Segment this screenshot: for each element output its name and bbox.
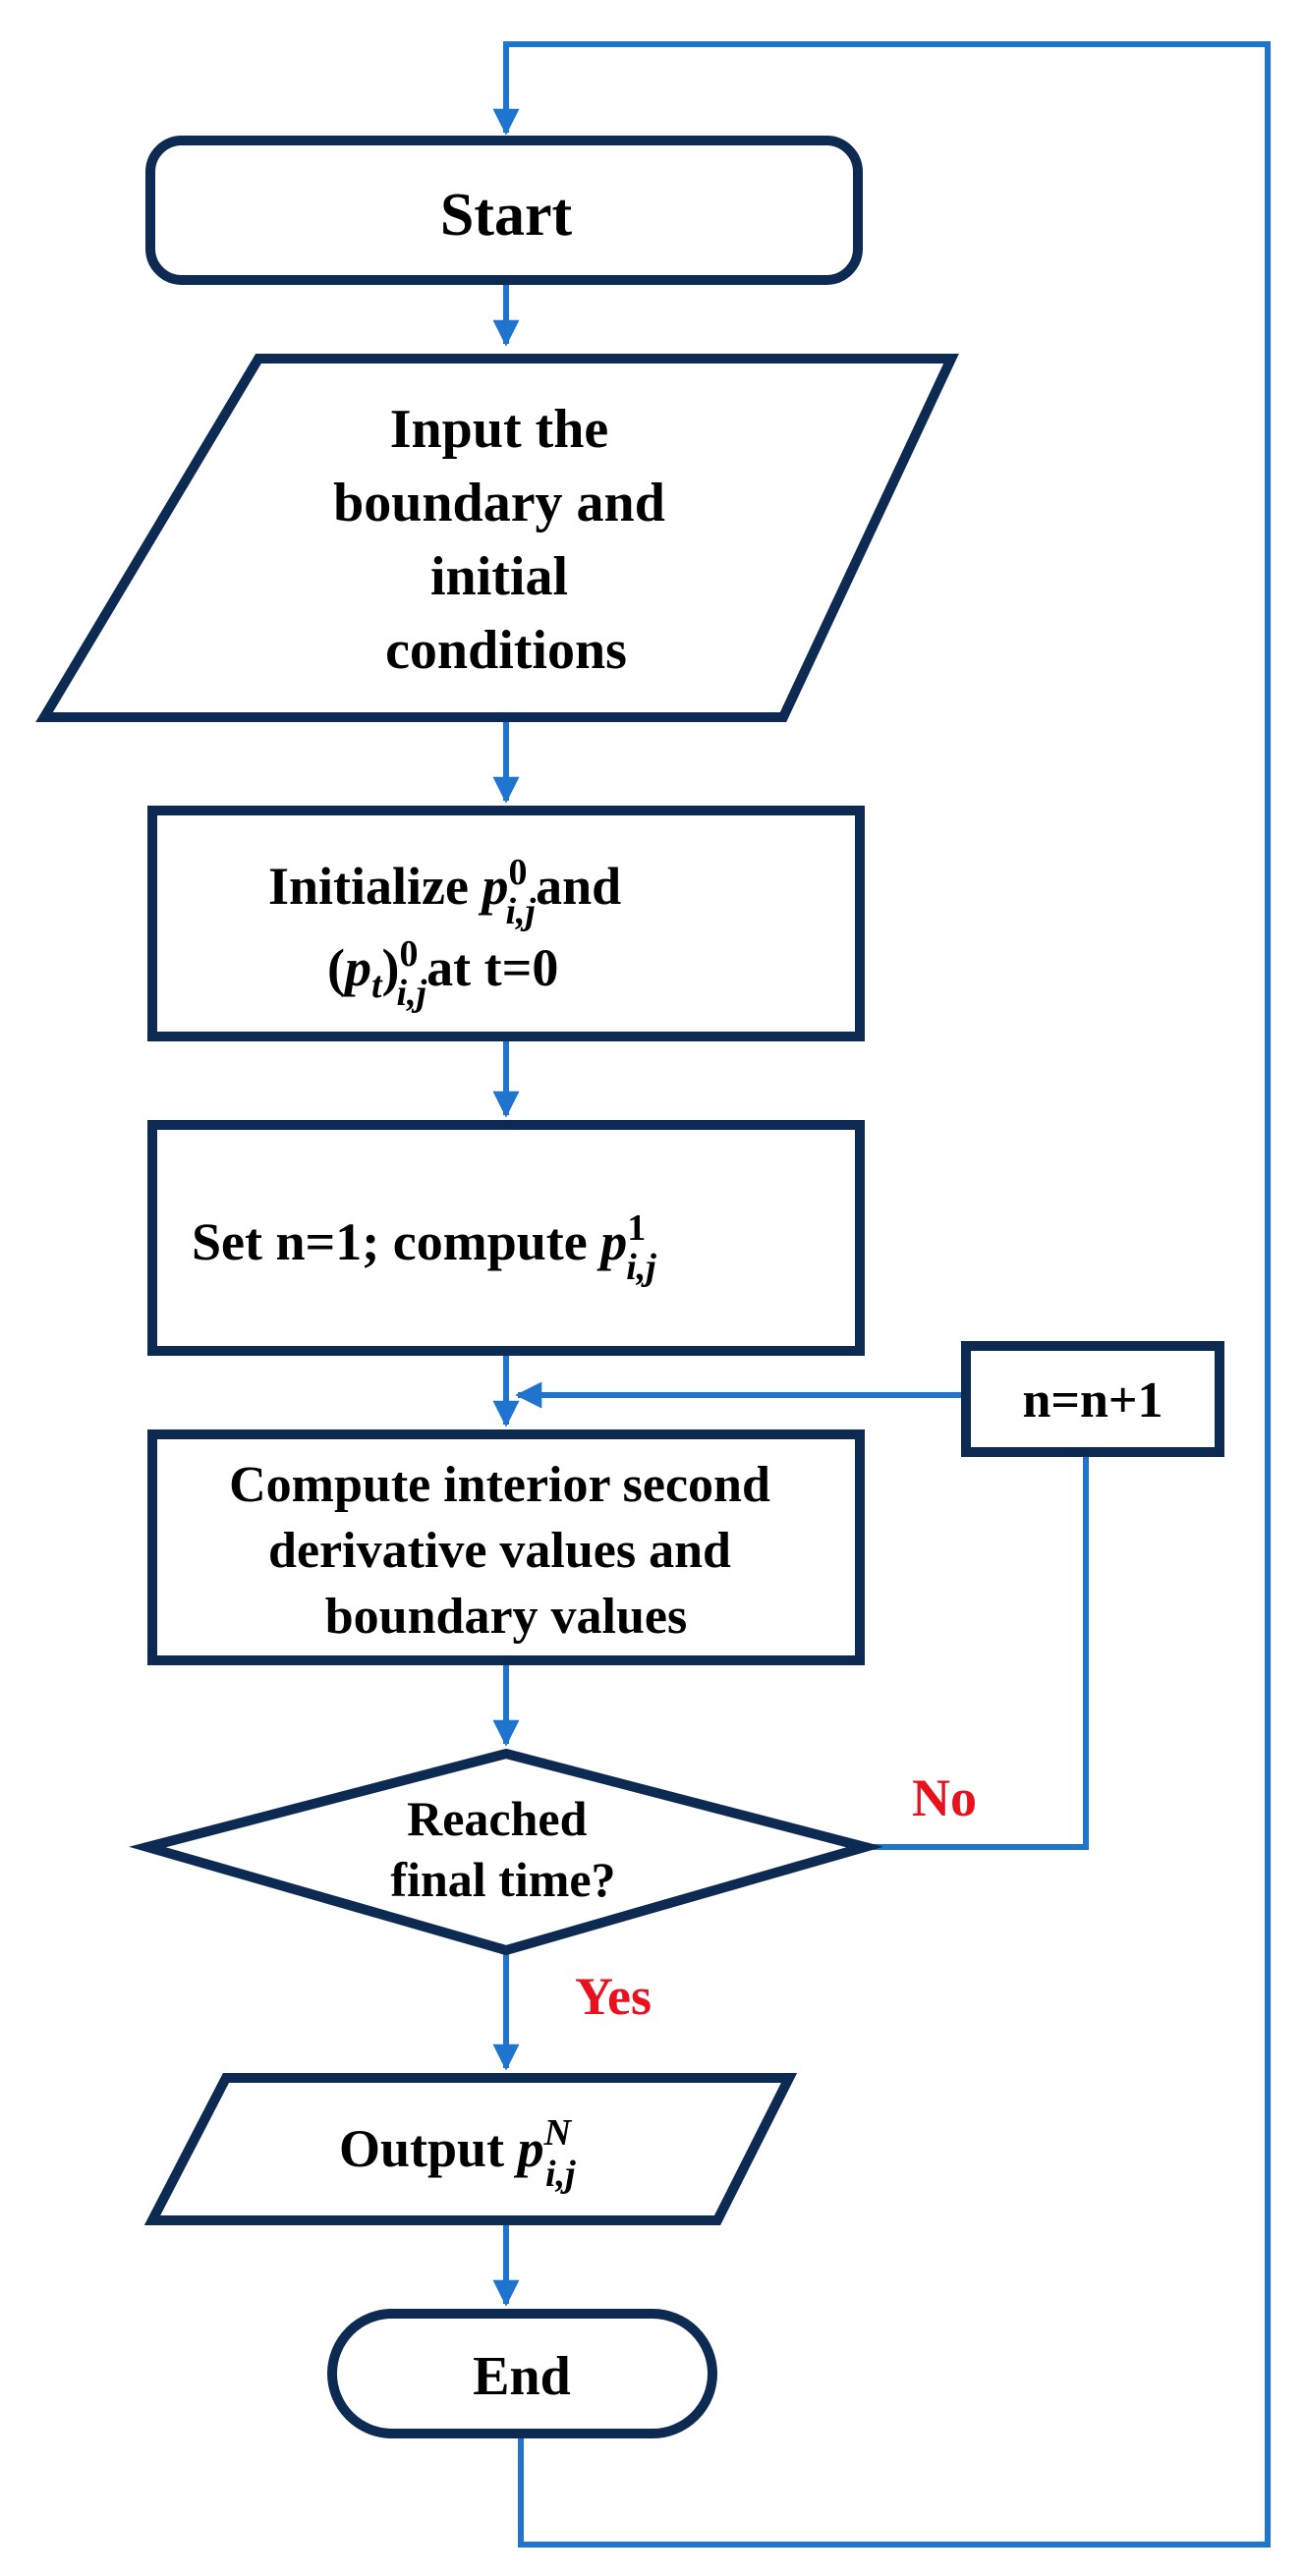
end-node: End xyxy=(327,2309,717,2438)
decision-line-2: final time? xyxy=(390,1852,615,1907)
decision-line-1: Reached xyxy=(407,1791,587,1846)
svg-text:Input the boundary and: Input the boundary and initial condition… xyxy=(333,399,679,681)
output-sub: i,j xyxy=(545,2154,576,2195)
connectors xyxy=(492,41,1271,2548)
initialize-var-p: p xyxy=(478,857,508,916)
output-var-p: p xyxy=(514,2119,544,2178)
start-node: Start xyxy=(145,136,863,285)
initialize-line2-sub: i,j xyxy=(397,973,427,1014)
compute-line-3: boundary values xyxy=(325,1589,687,1645)
input-line-4: conditions xyxy=(385,620,627,681)
decision-node: Reached final time? xyxy=(129,1748,883,1956)
compute-line-2: derivative values and xyxy=(268,1523,731,1579)
set-n-sub: i,j xyxy=(626,1247,656,1288)
end-label: End xyxy=(473,2346,571,2407)
compute-node: Compute interior second derivative value… xyxy=(147,1429,865,1665)
connector-loop-top xyxy=(492,41,1271,2548)
svg-text:Compute interior second: Compute interior second derivative value… xyxy=(229,1457,783,1645)
increment-label: n=n+1 xyxy=(1022,1372,1163,1428)
start-label: Start xyxy=(440,182,573,249)
input-line-2: boundary and xyxy=(333,473,665,533)
set-n-var-p: p xyxy=(596,1212,627,1271)
input-line-3: initial xyxy=(430,546,568,607)
branch-label-no: No xyxy=(912,1768,977,1827)
set-n-sup: 1 xyxy=(627,1207,646,1249)
initialize-line2-sup: 0 xyxy=(400,933,419,975)
input-node: Input the boundary and initial condition… xyxy=(35,354,959,722)
svg-text:Reached final time?: Reached final time? xyxy=(390,1791,615,1907)
output-sup: N xyxy=(543,2112,573,2154)
initialize-sup: 0 xyxy=(508,852,527,893)
increment-node: n=n+1 xyxy=(961,1341,1224,1457)
branch-label-yes: Yes xyxy=(575,1967,652,2026)
initialize-sub: i,j xyxy=(505,891,536,932)
compute-line-1: Compute interior second xyxy=(229,1457,770,1513)
connector-decision-no-to-increment xyxy=(865,1454,1089,1850)
input-line-1: Input the xyxy=(390,399,609,460)
